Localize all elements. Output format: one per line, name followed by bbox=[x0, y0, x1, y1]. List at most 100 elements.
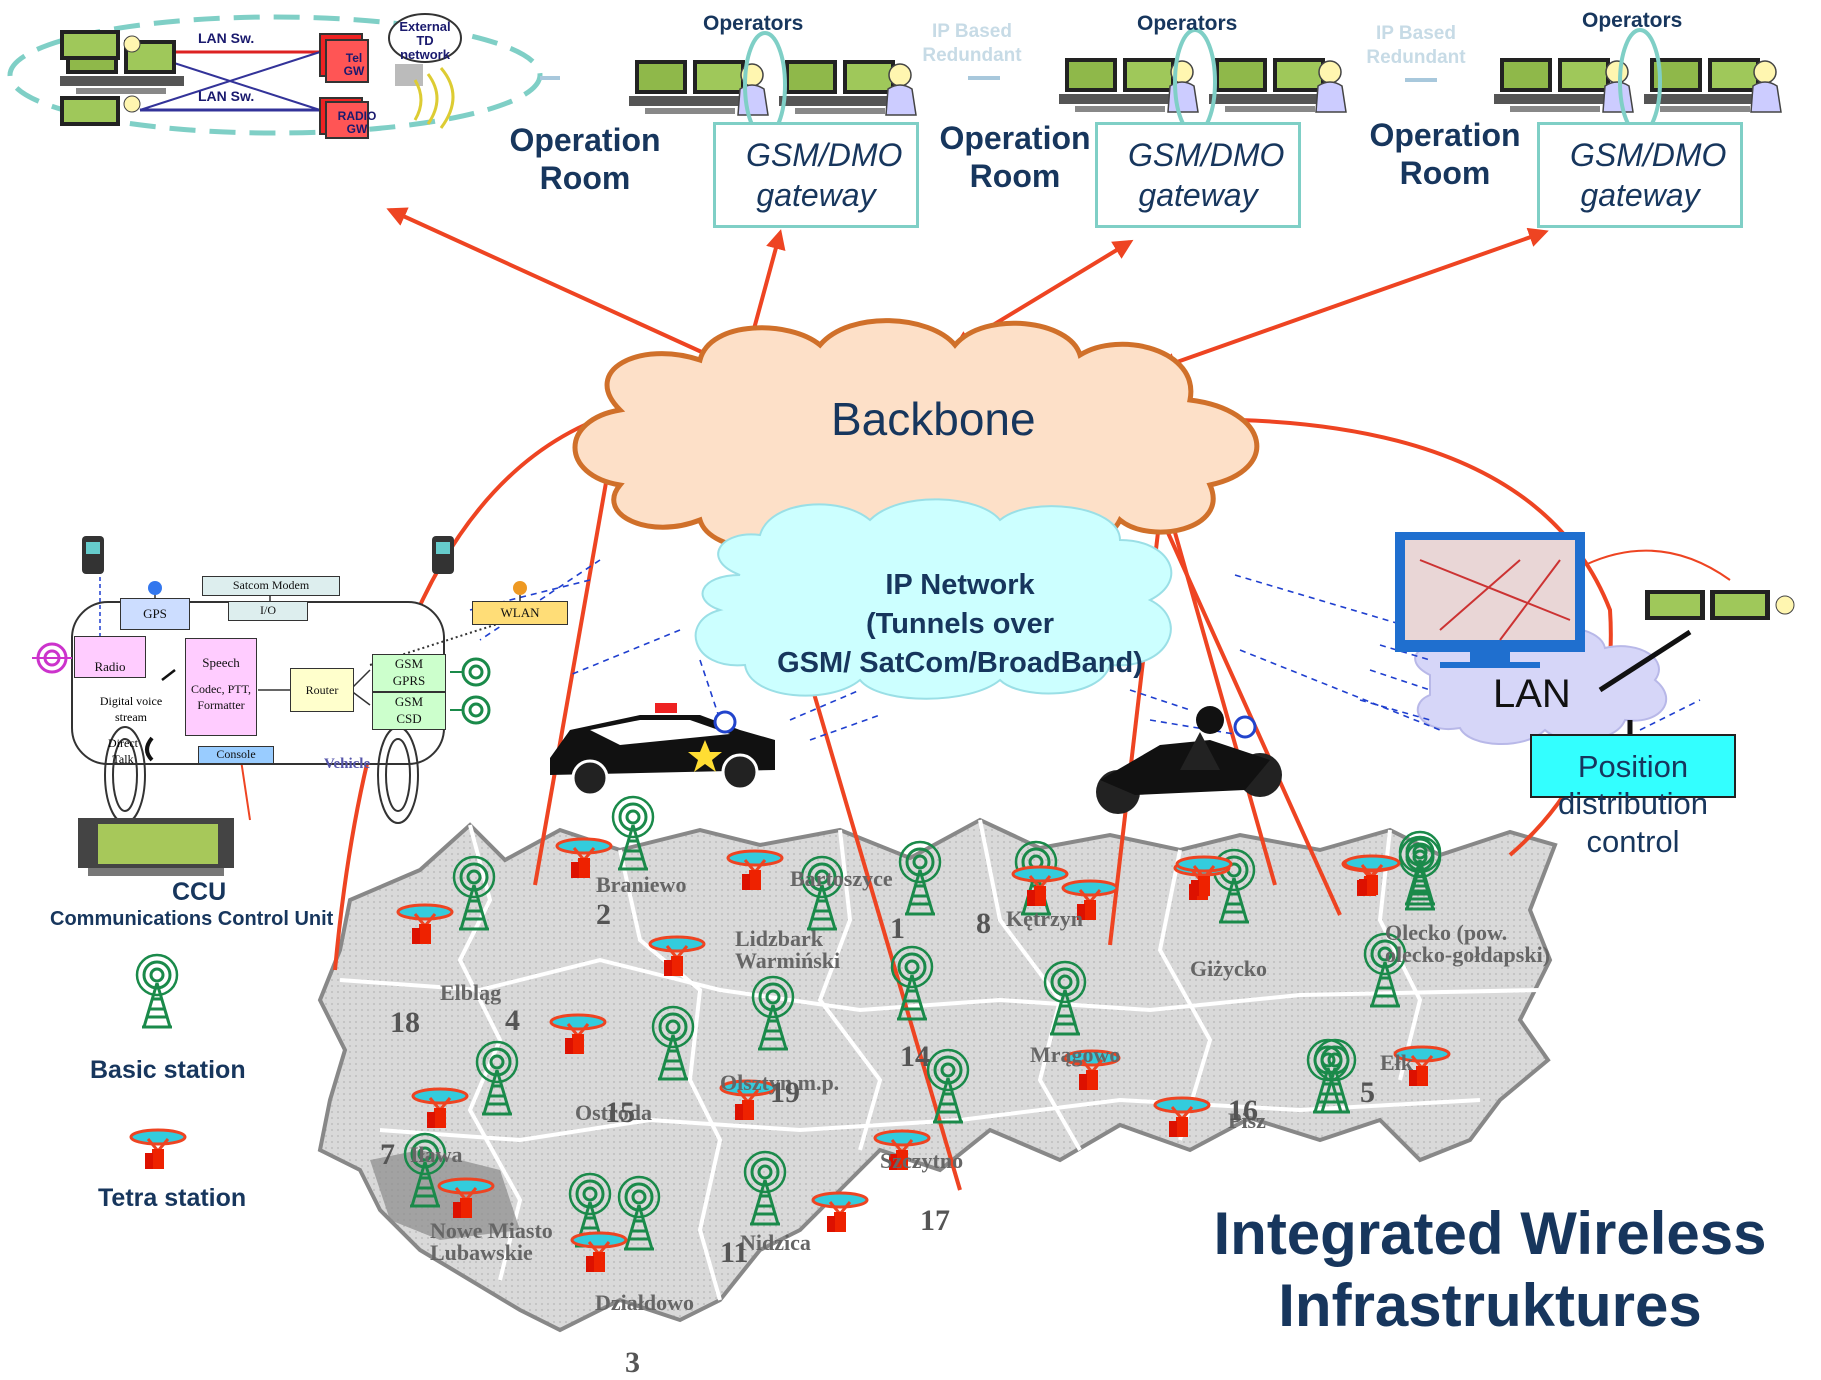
district-name: Bartoszyce bbox=[790, 866, 893, 891]
district-number: 11 bbox=[720, 1236, 749, 1269]
gsm-dmo-gateway-2: GSM/DMO gateway bbox=[1095, 122, 1301, 228]
operator-group-3 bbox=[1494, 28, 1782, 136]
operation-room-label-1: Operation Room bbox=[509, 122, 661, 196]
ccu-wlan: WLAN bbox=[472, 601, 568, 625]
district-number: 2 bbox=[596, 898, 611, 931]
district-number: 8 bbox=[976, 907, 991, 940]
lan-monitor bbox=[1395, 532, 1795, 735]
ccu-gsm-csd-line-1: GSM bbox=[394, 694, 424, 709]
ccu-gsm-gprs-line-2: GPRS bbox=[392, 673, 426, 688]
district-name: Kętrzyn bbox=[1006, 906, 1083, 931]
backbone-label: Backbone bbox=[831, 393, 1036, 445]
district-number: 3 bbox=[625, 1346, 640, 1379]
operators-label-2: Operators bbox=[1137, 12, 1238, 35]
title-line-1: Integrated Wireless bbox=[1213, 1200, 1767, 1267]
district-name: Działdowo bbox=[595, 1290, 694, 1315]
radio-gw-label: RADIO GW bbox=[337, 109, 377, 136]
position-control-rest: distribution control bbox=[1533, 785, 1733, 861]
district-name: Braniewo bbox=[596, 872, 687, 897]
diagram-graphics bbox=[7, 13, 1795, 1333]
ccu-radio: Radio bbox=[74, 636, 146, 678]
ip-network-cloud bbox=[694, 498, 1173, 700]
district-number: 18 bbox=[390, 1006, 420, 1039]
ip-network-line-1: IP Network bbox=[885, 569, 1035, 601]
ccu-io: I/O bbox=[228, 601, 308, 621]
ccu-vehicle-label: Vehicle bbox=[324, 756, 371, 772]
lan-switch-2-label: LAN Sw. bbox=[198, 88, 255, 104]
ip-network-label: IP Network (Tunnels over GSM/ SatCom/Bro… bbox=[730, 566, 1190, 683]
ccu-codec: Codec, PTT, Formatter bbox=[190, 682, 252, 712]
ip-network-line-3: GSM/ SatCom/BroadBand) bbox=[777, 647, 1143, 679]
ip-network-line-2: (Tunnels over bbox=[866, 608, 1054, 640]
operation-room-label-2: Operation Room bbox=[939, 120, 1091, 194]
district-name: Olecko (pow. olecko-gołdapski) bbox=[1385, 920, 1551, 967]
district-number: 16 bbox=[1228, 1094, 1258, 1127]
district-number: 4 bbox=[505, 1004, 520, 1037]
district-name: Nidzica bbox=[740, 1230, 811, 1255]
ccu-console: Console bbox=[198, 746, 274, 764]
ccu-full-label: Communications Control Unit bbox=[50, 908, 334, 930]
operator-group-2 bbox=[1059, 28, 1347, 136]
police-car bbox=[550, 703, 775, 797]
ccu-router: Router bbox=[290, 668, 354, 712]
tel-gw-label: Tel GW bbox=[343, 51, 365, 78]
external-td-network-label: External TD network bbox=[399, 19, 451, 62]
district-name: Nowe Miasto Lubawskie bbox=[430, 1218, 553, 1265]
tetra-station-icon bbox=[129, 1128, 187, 1171]
top-left-network bbox=[7, 13, 543, 139]
district-number: 14 bbox=[900, 1040, 930, 1073]
ccu-gsm-csd-line-2: CSD bbox=[396, 711, 422, 726]
gateway-1-label: GSM/DMO gateway bbox=[746, 137, 903, 213]
position-control-box: Position bbox=[1530, 734, 1736, 798]
district-name: Iława bbox=[410, 1142, 463, 1167]
ccu-gps: GPS bbox=[120, 598, 190, 630]
operation-room-label-3: Operation Room bbox=[1369, 117, 1521, 191]
ccu-gsm-gprs: GSM GPRS bbox=[372, 654, 446, 692]
legend-basic-station: Basic station bbox=[90, 1056, 246, 1084]
district-number: 17 bbox=[920, 1204, 950, 1237]
ccu-gsm-csd: GSM CSD bbox=[372, 692, 446, 730]
ccu-satcom-modem: Satcom Modem bbox=[202, 576, 340, 596]
lan-switch-1-label: LAN Sw. bbox=[198, 30, 255, 46]
basic-station-icon bbox=[135, 953, 179, 1029]
backbone-links bbox=[237, 408, 1731, 1191]
title-line-2: Infrastruktures bbox=[1278, 1272, 1702, 1339]
gateway-3-label: GSM/DMO gateway bbox=[1570, 137, 1727, 213]
district-name: Lidzbark Warmiński bbox=[735, 926, 841, 973]
position-control-line-2: distribution bbox=[1558, 786, 1708, 821]
ccu-schematic bbox=[32, 536, 527, 876]
diagram-title: Integrated Wireless Infrastruktures bbox=[1180, 1198, 1800, 1342]
backbone-cloud bbox=[572, 318, 1260, 559]
district-number: 1 bbox=[890, 912, 905, 945]
motorcycle bbox=[1096, 706, 1282, 814]
district-name: Elbląg bbox=[440, 980, 502, 1005]
ccu-gsm-gprs-line-1: GSM bbox=[394, 656, 424, 671]
position-control-line-3: control bbox=[1586, 824, 1680, 859]
ip-redundant-label-2: IP Based Redundant bbox=[1366, 23, 1466, 68]
ccu-speech-block: Speech Codec, PTT, Formatter bbox=[185, 638, 257, 736]
district-name: Ostróda bbox=[575, 1100, 652, 1125]
tetra-station-icon bbox=[811, 1191, 869, 1234]
position-control-box-text: Position bbox=[1577, 749, 1689, 784]
gateway-2-label: GSM/DMO gateway bbox=[1128, 137, 1285, 213]
legend-tetra-station: Tetra station bbox=[98, 1184, 247, 1212]
ccu-digital-voice: Digital voice stream bbox=[99, 694, 163, 724]
operators-label-1: Operators bbox=[703, 12, 804, 35]
district-name: Szczytno bbox=[880, 1148, 964, 1173]
operators-label-3: Operators bbox=[1582, 9, 1683, 32]
district-name: Giżycko bbox=[1190, 956, 1267, 981]
ip-redundant-label-1: IP Based Redundant bbox=[922, 21, 1022, 66]
gsm-dmo-gateway-3: GSM/DMO gateway bbox=[1537, 122, 1743, 228]
district-name: Pisz bbox=[1228, 1108, 1266, 1133]
ccu-label: CCU bbox=[172, 878, 227, 906]
ccu-speech: Speech bbox=[202, 655, 240, 670]
ccu-direct-talk: Direct Talk bbox=[108, 736, 138, 766]
district-name: Olsztyn m.p. bbox=[720, 1070, 840, 1095]
district-number: 5 bbox=[1360, 1076, 1375, 1109]
diagram-canvas: LAN Sw. LAN Sw. External TD network Tel … bbox=[7, 9, 1800, 1379]
district-name: Mrągowo bbox=[1030, 1042, 1121, 1067]
district-number: 15 bbox=[605, 1096, 635, 1129]
lan-label: LAN bbox=[1493, 672, 1571, 716]
district-number: 7 bbox=[380, 1138, 395, 1171]
gsm-dmo-gateway-1: GSM/DMO gateway bbox=[713, 122, 919, 228]
